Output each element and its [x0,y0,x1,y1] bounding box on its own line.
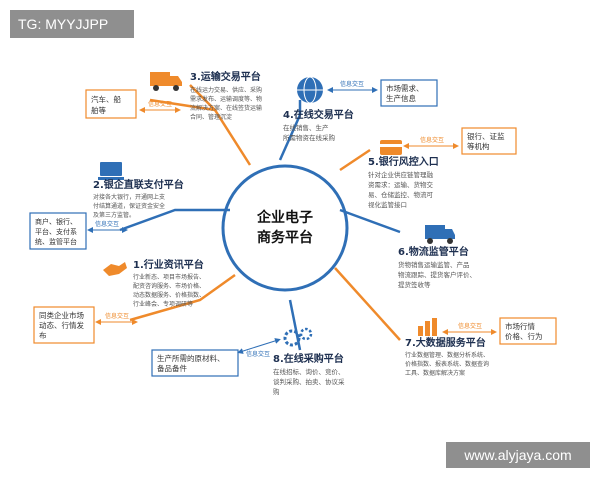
platform-industry-info-partner: 同类企业市场 动态、行情发 布 [39,310,86,340]
center-title-line2: 商务平台 [257,229,313,246]
platform-industry-info-title: 1.行业资讯平台 [133,258,204,271]
platform-industry-info: 1.行业资讯平台 行业新态、项目市场报告、 配资咨询服务、市场价格、 动态数据服… [33,258,207,344]
center-ring [221,164,349,292]
platform-bank-risk: 5.银行风控入口 针对企业供应链管理融 资需求：运输、货物交 易、仓储监控、物流… [368,127,517,209]
platform-logistics: 6.物流监管平台 货物销售运输监管、产品 物流跟踪、提货客户评价、 提货签收等 [398,225,478,289]
platform-procurement-desc: 在线招标、询价、竞价、 谈判采购、拍卖、协议采 购 [273,367,347,396]
platform-procurement-title: 8.在线采购平台 [273,352,344,365]
platform-procurement-partner: 生产所需的原材料、 备品备件 [157,353,227,373]
globe-icon [297,76,323,104]
platform-bank-pay-desc: 对接各大银行，开通网上支 付结算通道，保证资金安全 及第三方监管。 [93,193,167,219]
card-icon [380,140,402,155]
exchange-label-bigdata: 信息交互 [458,322,482,330]
platform-online-trade-partner-box [380,79,438,107]
platform-bank-pay-partner-box [29,212,87,250]
watermark-tag-bottom: www.alyjaya.com [446,442,590,468]
platform-procurement-partner-box [151,349,239,377]
platform-bigdata-partner-box [499,317,557,345]
platform-bigdata-desc: 行业数据管理、数据分析系统、 价格指数、报表系统、数据查询 工具、数据库解决方案 [405,351,491,377]
platform-logistics-desc: 货物销售运输监管、产品 物流跟踪、提货客户评价、 提货签收等 [398,260,478,289]
platform-transport-desc: 在线运力交易、供应、采购 需求发布、运输调度等、物 流解决方案、在线签货运输 合… [190,86,264,121]
platform-industry-info-partner-box [33,306,95,344]
platform-bank-risk-partner-box [461,127,517,155]
platform-bigdata: 7.大数据服务平台 行业数据管理、数据分析系统、 价格指数、报表系统、数据查询 … [405,317,557,377]
platform-bank-risk-partner: 银行、证监 等机构 [467,131,507,151]
platform-transport: 3.运输交易平台 在线运力交易、供应、采购 需求发布、运输调度等、物 流解决方案… [85,70,264,121]
gears-icon [283,327,313,347]
platform-bank-pay: 2.银企直联支付平台 对接各大银行，开通网上支 付结算通道，保证资金安全 及第三… [29,162,184,250]
platform-procurement: 8.在线采购平台 在线招标、询价、竞价、 谈判采购、拍卖、协议采 购 生产所需的… [151,327,347,396]
spoke-lines [119,84,401,351]
bar-chart-icon [418,318,437,336]
platform-bank-risk-title: 5.银行风控入口 [368,155,439,168]
platform-bank-risk-desc: 针对企业供应链管理融 资需求：运输、货物交 易、仓储监控、物流可 视化监管接口 [368,170,435,209]
platform-transport-partner: 汽车、船 舶等 [91,94,123,115]
exchange-label-online-trade: 信息交互 [340,80,364,88]
platform-logistics-title: 6.物流监管平台 [398,245,469,258]
exchange-label-bank-pay: 信息交互 [95,220,119,228]
exchange-arrow-procurement [237,338,281,354]
delivery-truck-icon [425,225,455,244]
watermark-tag-top: TG: MYYJJPP [10,10,134,38]
exchange-label-bank-risk: 信息交互 [420,136,444,144]
hand-icon [103,262,127,276]
platform-transport-partner-box [85,89,137,119]
truck-icon [150,72,182,91]
platform-bigdata-partner: 市场行情 价格、行为 [505,321,543,341]
exchange-label-transport: 信息交互 [148,100,172,108]
platform-bank-pay-partner: 商户、银行、 平台、支付系 统、监管平台 [35,217,79,246]
platform-transport-title: 3.运输交易平台 [190,70,261,83]
platform-online-trade-desc: 在线销售、生产 所需物资在线采购 [283,123,336,142]
exchange-label-industry-info: 信息交互 [105,312,129,320]
exchange-label-procurement: 信息交互 [246,350,270,358]
platform-industry-info-desc: 行业新态、项目市场报告、 配资咨询服务、市场价格、 动态数据服务、价格指数、 行… [133,273,207,308]
platform-online-trade-title: 4.在线交易平台 [283,108,354,121]
laptop-icon [98,162,124,180]
platform-online-trade-partner: 市场需求、 生产信息 [386,83,426,103]
platform-online-trade: 4.在线交易平台 在线销售、生产 所需物资在线采购 市场需求、 生产信息 信息交… [283,76,438,142]
platform-bigdata-title: 7.大数据服务平台 [405,336,486,349]
platform-bank-pay-title: 2.银企直联支付平台 [93,178,184,191]
center-title-line1: 企业电子 [256,209,313,226]
